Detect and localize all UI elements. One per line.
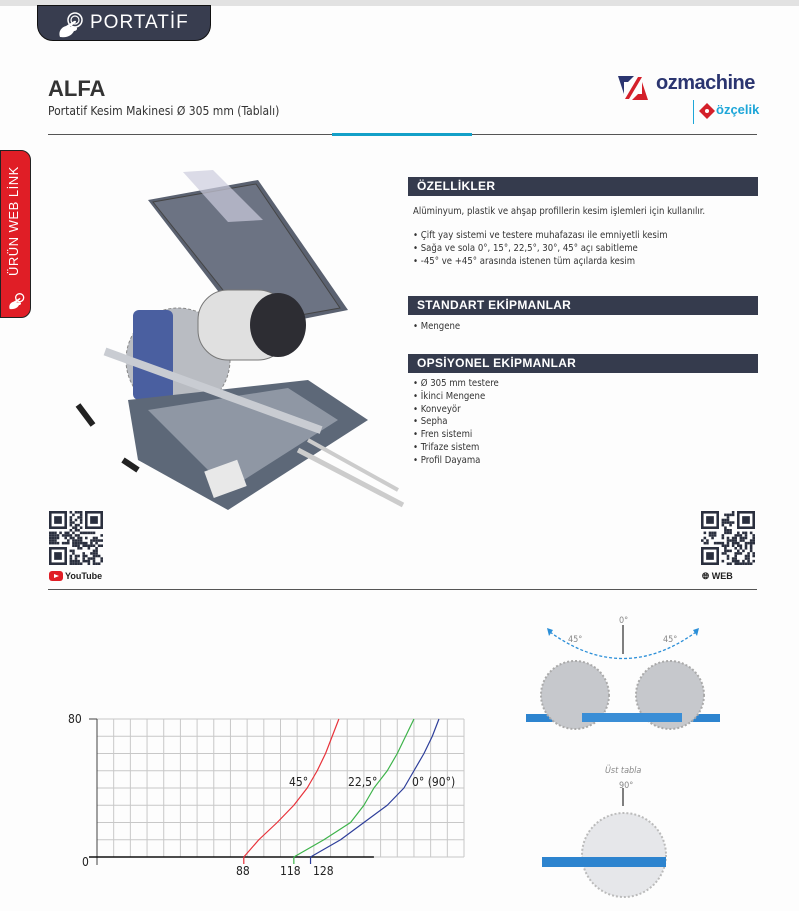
x-tick-label: 88: [236, 864, 250, 878]
optional-equipment-list: • Ø 305 mm testere • İkinci Mengene • Ko…: [413, 378, 499, 468]
divider: [48, 589, 757, 590]
ozmachine-logo-icon: [618, 76, 648, 100]
ozcelik-logo-icon: [699, 103, 715, 119]
features-intro: Alüminyum, plastik ve ahşap profillerin …: [413, 206, 706, 217]
series-label: 22,5°: [348, 775, 378, 789]
angle-label-left: 45°: [568, 635, 583, 645]
angle-label-0: 0°: [619, 616, 629, 626]
series-line-0° (90°): [310, 718, 440, 858]
web-link[interactable]: 🌐︎ WEB: [702, 571, 733, 582]
angle-label-90: 90°: [619, 781, 634, 791]
y-tick-label: 0: [82, 855, 89, 869]
diagram-caption: Üst tabla: [605, 766, 642, 776]
product-image: [75, 170, 405, 510]
divider-accent: [332, 133, 472, 136]
cutting-capacity-chart: [89, 718, 465, 865]
brand-logo: ozmachine özçelik: [614, 72, 759, 124]
list-item: • Konveyör: [413, 403, 461, 415]
youtube-label: YouTube: [65, 571, 103, 581]
youtube-link[interactable]: YouTube: [49, 571, 102, 581]
angle-diagram: [526, 625, 720, 898]
youtube-qr-code[interactable]: [49, 511, 103, 565]
category-label: PORTATİF: [90, 12, 189, 33]
youtube-icon: [49, 571, 63, 581]
list-item: • Mengene: [413, 321, 461, 332]
series-label: 0° (90°): [412, 775, 456, 789]
web-qr-code[interactable]: [701, 511, 755, 565]
series-line-45°: [243, 718, 340, 858]
list-item: • İkinci Mengene: [413, 390, 486, 402]
list-item: • Trifaze sistem: [413, 441, 480, 453]
list-item: • Sağa ve sola 0°, 15°, 22,5°, 30°, 45° …: [413, 242, 638, 254]
list-item: • Fren sistemi: [413, 429, 473, 441]
product-name: ALFA: [48, 76, 106, 101]
top-bar: [0, 0, 799, 6]
list-item: • Çift yay sistemi ve testere muhafazası…: [413, 230, 668, 241]
angle-label-right: 45°: [663, 635, 678, 645]
series-line-22,5°: [293, 718, 415, 858]
list-item: • Profil Dayama: [413, 454, 481, 466]
touch-hand-icon: [59, 12, 83, 38]
product-web-link-tab[interactable]: ÜRÜN WEB LİNK: [0, 150, 31, 318]
x-tick-label: 128: [313, 864, 334, 878]
standard-equipment-list: • Mengene: [413, 321, 460, 334]
list-item: • -45° ve +45° arasında istenen tüm açıl…: [413, 255, 636, 267]
list-item: • Sepha: [413, 416, 448, 428]
category-tab[interactable]: PORTATİF: [37, 5, 211, 41]
series-label: 45°: [289, 775, 309, 789]
optional-equipment-header: OPSİYONEL EKİPMANLAR: [408, 354, 758, 373]
brand-secondary: özçelik: [716, 102, 760, 117]
side-tab-label: ÜRÜN WEB LİNK: [6, 166, 21, 276]
list-item: • Ø 305 mm testere: [413, 378, 499, 389]
globe-icon: 🌐︎: [702, 571, 710, 581]
brand-primary: ozmachine: [656, 72, 755, 94]
y-tick-label: 80: [68, 712, 82, 726]
web-label: WEB: [711, 571, 733, 581]
x-tick-label: 118: [280, 864, 301, 878]
logo-separator: [693, 100, 694, 124]
features-list: • Çift yay sistemi ve testere muhafazası…: [413, 230, 668, 268]
features-header: ÖZELLİKLER: [408, 177, 758, 196]
standard-equipment-header: STANDART EKİPMANLAR: [408, 296, 758, 315]
product-subtitle: Portatif Kesim Makinesi Ø 305 mm (Tablal…: [48, 104, 280, 118]
touch-hand-icon: [9, 293, 25, 310]
